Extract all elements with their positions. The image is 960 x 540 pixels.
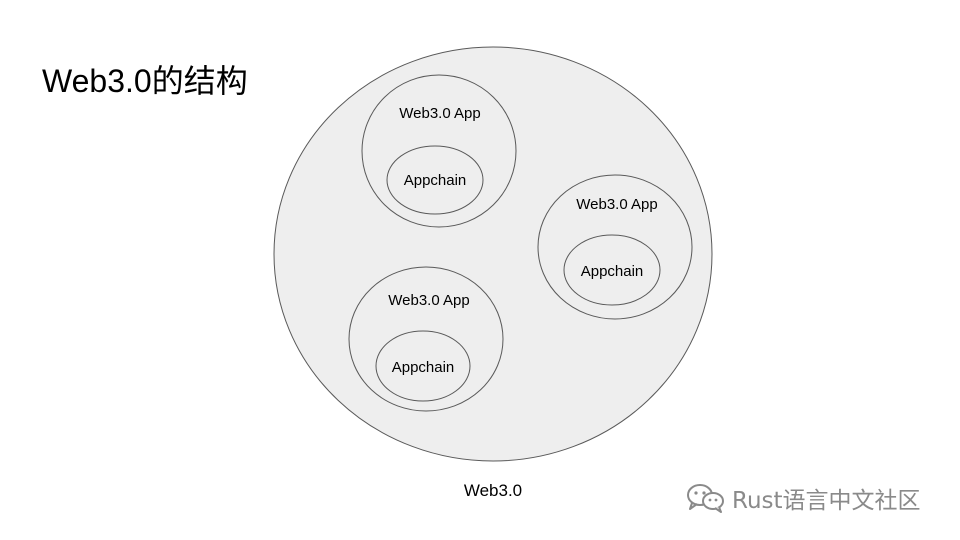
- web3-app-node: Web3.0 App Appchain: [348, 266, 504, 412]
- appchain-label: Appchain: [404, 172, 467, 189]
- appchain-label: Appchain: [392, 359, 455, 376]
- web3-outer-circle: [273, 46, 713, 462]
- web3-outer-label: Web3.0: [464, 481, 522, 500]
- web3-app-circle: [537, 174, 693, 320]
- web3-app-label: Web3.0 App: [576, 196, 657, 213]
- wechat-icon: [686, 483, 726, 513]
- appchain-circle: [375, 330, 471, 402]
- web3-app-node: Web3.0 App Appchain: [361, 74, 517, 228]
- web3-app-label: Web3.0 App: [399, 105, 480, 122]
- watermark: Rust语言中文社区: [686, 482, 921, 514]
- web3-app-node: Web3.0 App Appchain: [537, 174, 693, 320]
- watermark-text: Rust语言中文社区: [732, 488, 921, 514]
- appchain-label: Appchain: [581, 263, 644, 280]
- web3-app-circle: [361, 74, 517, 228]
- appchain-circle: [386, 145, 484, 215]
- appchain-circle: [563, 234, 661, 306]
- web3-app-circle: [348, 266, 504, 412]
- web3-app-label: Web3.0 App: [388, 292, 469, 309]
- slide-title: Web3.0的结构: [42, 63, 248, 99]
